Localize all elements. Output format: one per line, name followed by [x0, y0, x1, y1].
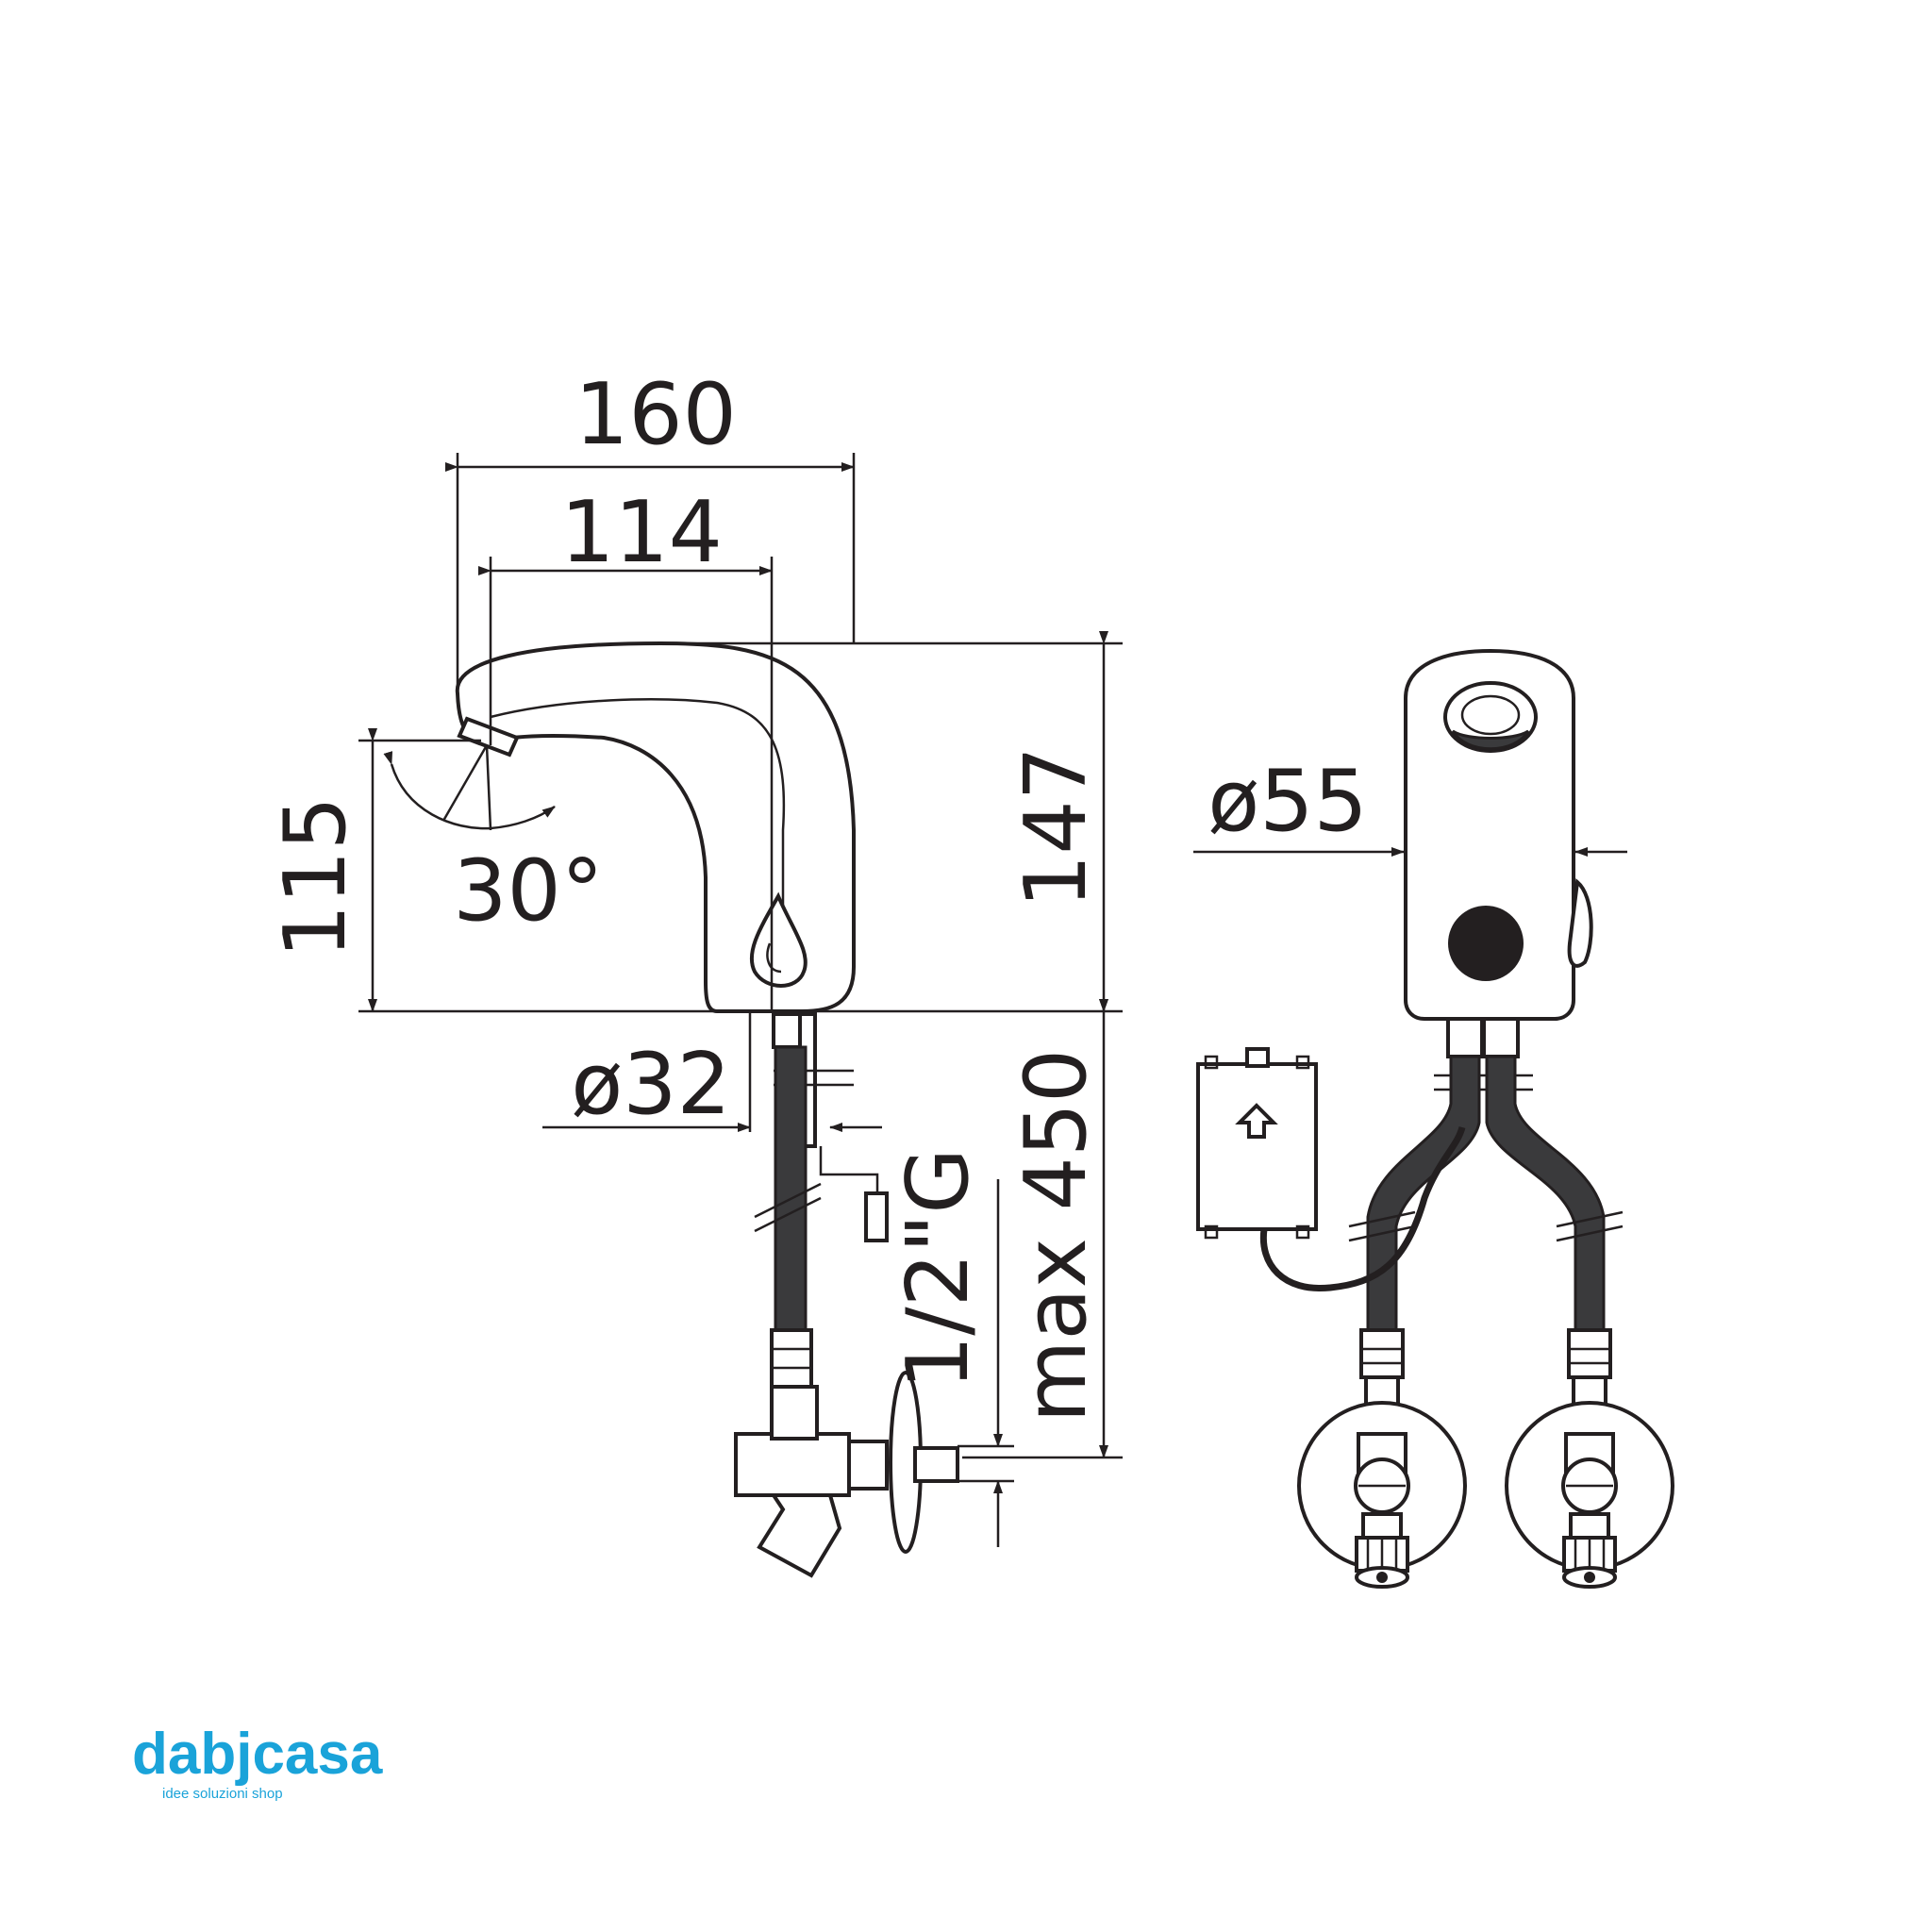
faucet-spout	[455, 641, 856, 1013]
dim-base-diameter: ø32	[571, 1035, 731, 1134]
sensor-eye	[1448, 906, 1524, 981]
supply-hose	[774, 1045, 808, 1332]
valve-outlet	[757, 1493, 842, 1578]
spout-inner-line	[490, 698, 786, 920]
dim-spout-height: 115	[266, 796, 365, 958]
front-view: ø55	[1193, 648, 1674, 1589]
side-view: 160 114 115 147 30° ø32 max 450 1/2"G	[266, 365, 1123, 1578]
dim-spray-angle: 30°	[453, 841, 604, 941]
dim-total-height: 147	[1007, 746, 1106, 908]
dim-overall-length: 160	[575, 365, 737, 464]
faucet-front-body	[1404, 648, 1575, 1021]
dim-connection: 1/2"G	[889, 1148, 988, 1390]
arrow-up-icon	[1235, 1103, 1278, 1139]
logo-name: dabjcasa	[132, 1722, 383, 1787]
sensor-side-drop	[1567, 878, 1593, 968]
dim-body-diameter: ø55	[1208, 752, 1368, 851]
dim-spout-reach: 114	[560, 483, 723, 582]
control-box	[1196, 1062, 1318, 1231]
hose-right	[1485, 1055, 1606, 1332]
control-cable	[1259, 1125, 1466, 1292]
connector-plug	[864, 1191, 889, 1242]
brand-logo: dabjcasa idee soluzioni shop	[132, 1722, 383, 1802]
logo-tagline: idee soluzioni shop	[162, 1786, 283, 1802]
angle-valve	[734, 1432, 851, 1497]
aerator-front	[1443, 681, 1538, 753]
sensor-icon	[749, 891, 808, 988]
dim-hose-length: max 450	[1007, 1049, 1106, 1423]
